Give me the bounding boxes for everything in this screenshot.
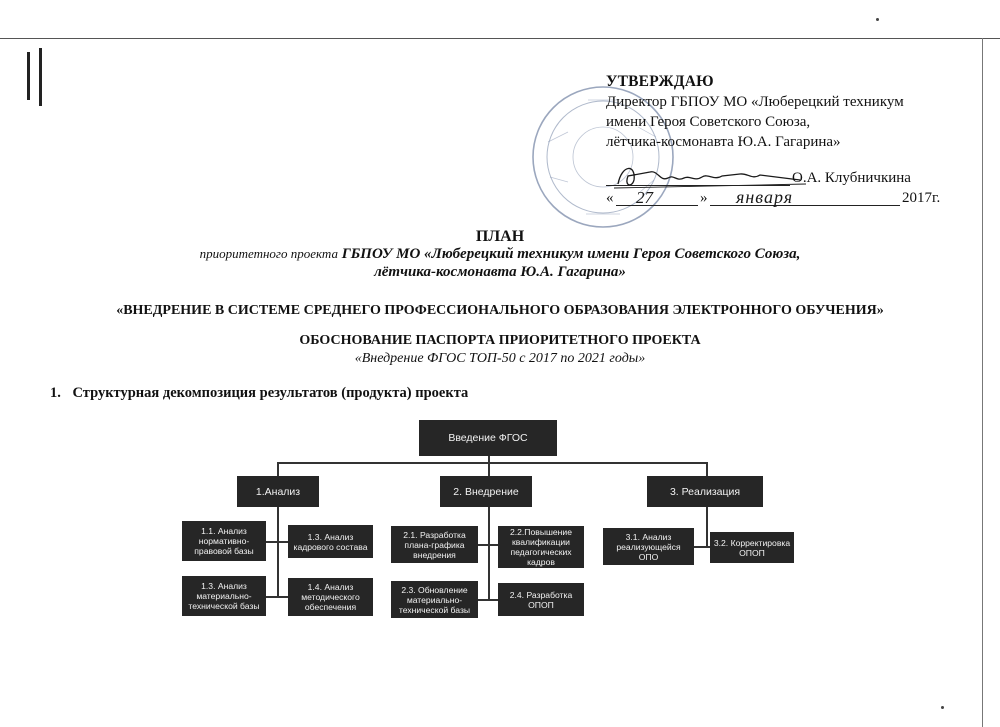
approval-block: УТВЕРЖДАЮ Директор ГБПОУ МО «Люберецкий … xyxy=(606,72,966,152)
date-quote-close: » xyxy=(700,190,708,206)
diagram-leaf-node: 1.1. Анализ нормативно-правовой базы xyxy=(182,521,266,561)
diagram-leaf-node: 3.2. Корректировка ОПОП xyxy=(710,532,794,563)
connector xyxy=(277,507,279,597)
page-edge-top xyxy=(0,38,1000,39)
diagram-branch-node: 3. Реализация xyxy=(647,476,763,507)
margin-mark xyxy=(27,52,30,100)
diagram-leaf-node: 2.4. Разработка ОПОП xyxy=(498,583,584,616)
date-day-underline xyxy=(616,205,698,206)
date-month: января xyxy=(736,187,794,207)
handwritten-signature xyxy=(613,167,807,189)
approval-line: Директор ГБПОУ МО «Люберецкий техникум xyxy=(606,94,904,110)
subtitle-organization: ГБПОУ МО «Люберецкий техникум имени Геро… xyxy=(341,246,801,262)
connector xyxy=(277,462,279,476)
signature-line: О.А. Клубничкина xyxy=(606,170,966,192)
document-title: ПЛАН xyxy=(475,228,525,245)
connector xyxy=(277,462,707,464)
approval-date: « 27 » января 2017г. xyxy=(606,187,966,212)
connector xyxy=(488,456,490,463)
connector xyxy=(266,541,288,543)
diagram-leaf-node: 3.1. Анализ реализующейся ОПО xyxy=(603,528,694,565)
section-title: Структурная декомпозиция результатов (пр… xyxy=(72,385,469,401)
approval-line: имени Героя Советского Союза, xyxy=(606,114,811,130)
connector xyxy=(694,546,710,548)
subtitle-prefix: приоритетного проекта xyxy=(199,246,338,261)
signature-underline xyxy=(606,185,790,186)
diagram-leaf-node: 2.2.Повышение квалификации педагогически… xyxy=(498,526,584,568)
connector xyxy=(478,599,498,601)
subtitle-organization-cont: лётчика-космонавта Ю.А. Гагарина» xyxy=(374,264,626,280)
margin-mark xyxy=(39,48,42,106)
diagram-leaf-node: 2.3. Обновление материально-технической … xyxy=(391,581,478,618)
approval-line: лётчика-космонавта Ю.А. Гагарина» xyxy=(606,134,841,150)
connector xyxy=(478,544,498,546)
diagram-branch-node: 1.Анализ xyxy=(237,476,319,507)
official-seal-stamp xyxy=(532,86,674,228)
justification-heading: ОБОСНОВАНИЕ ПАСПОРТА ПРИОРИТЕТНОГО ПРОЕК… xyxy=(299,333,701,348)
scan-speck xyxy=(941,706,944,709)
fgos-subheading: «Внедрение ФГОС ТОП-50 с 2017 по 2021 го… xyxy=(354,351,646,366)
connector xyxy=(706,507,708,547)
date-month-underline xyxy=(710,205,900,206)
diagram-root-node: Введение ФГОС xyxy=(419,420,557,456)
signer-name: О.А. Клубничкина xyxy=(792,170,911,186)
connector xyxy=(488,462,490,476)
date-day: 27 xyxy=(636,188,653,207)
project-name: «ВНЕДРЕНИЕ В СИСТЕМЕ СРЕДНЕГО ПРОФЕССИОН… xyxy=(116,303,884,318)
diagram-branch-node: 2. Внедрение xyxy=(440,476,532,507)
date-year: 2017г. xyxy=(902,190,941,206)
connector xyxy=(706,462,708,476)
diagram-leaf-node: 1.3. Анализ кадрового состава xyxy=(288,525,373,558)
connector xyxy=(266,596,288,598)
page-edge-right xyxy=(982,38,983,727)
section-number: 1. xyxy=(50,385,61,401)
diagram-leaf-node: 2.1. Разработка плана-графика внедрения xyxy=(391,526,478,563)
connector xyxy=(488,507,490,600)
date-quote-open: « xyxy=(606,190,614,206)
diagram-leaf-node: 1.4. Анализ методического обеспечения xyxy=(288,578,373,616)
approval-heading: УТВЕРЖДАЮ xyxy=(606,73,714,90)
section-heading: 1. Структурная декомпозиция результатов … xyxy=(50,385,468,402)
document-subtitle: приоритетного проекта ГБПОУ МО «Люберецк… xyxy=(0,246,1000,263)
scan-speck xyxy=(876,18,879,21)
diagram-leaf-node: 1.3. Анализ материально-технической базы xyxy=(182,576,266,616)
